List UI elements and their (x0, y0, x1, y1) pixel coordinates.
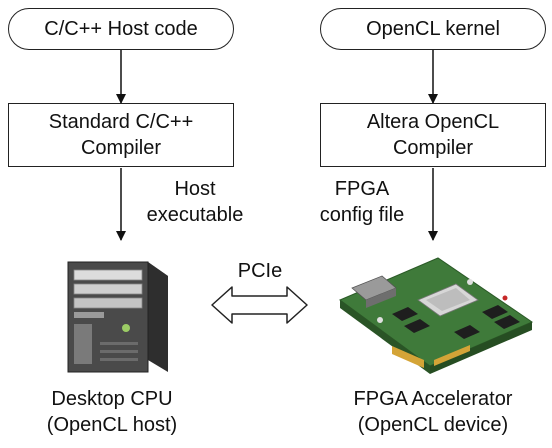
altera-compiler-line2: Compiler (392, 137, 474, 159)
opencl-kernel-label: OpenCL kernel (366, 17, 500, 40)
fpga-board-icon (338, 257, 534, 374)
fpga-accelerator-label: FPGA Accelerator (OpenCL device) (320, 386, 546, 438)
host-executable-label: Host executable (134, 176, 256, 228)
fpga-config-line2: config file (319, 204, 405, 226)
standard-compiler-box: Standard C/C++ Compiler (8, 103, 234, 167)
pcie-label: PCIe (237, 260, 283, 282)
standard-compiler-line2: Compiler (80, 137, 162, 159)
desktop-tower-icon (67, 261, 168, 373)
host-code-box: C/C++ Host code (8, 8, 234, 50)
host-executable-line2: executable (146, 204, 244, 226)
host-code-label: C/C++ Host code (44, 17, 198, 40)
standard-compiler-line1: Standard C/C++ (48, 111, 194, 133)
opencl-kernel-box: OpenCL kernel (320, 8, 546, 50)
fpga-config-line1: FPGA (334, 178, 390, 200)
desktop-cpu-label: Desktop CPU (OpenCL host) (12, 386, 212, 438)
desktop-cpu-line1: Desktop CPU (51, 388, 173, 410)
fpga-accelerator-line1: FPGA Accelerator (353, 388, 513, 410)
fpga-accelerator-line2: (OpenCL device) (357, 414, 509, 436)
altera-compiler-box: Altera OpenCL Compiler (320, 103, 546, 167)
altera-compiler-line1: Altera OpenCL (366, 111, 500, 133)
double-arrow-icon (211, 286, 308, 324)
fpga-config-label: FPGA config file (298, 176, 426, 228)
desktop-cpu-line2: (OpenCL host) (46, 414, 178, 436)
host-executable-line1: Host (174, 178, 216, 200)
